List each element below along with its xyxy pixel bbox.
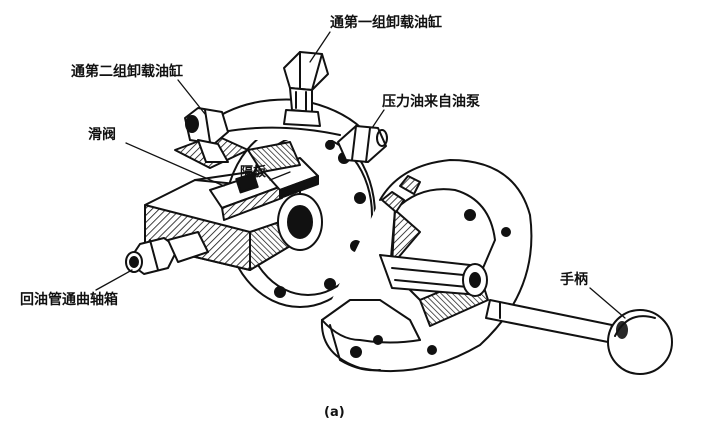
label-partition-plate: 隔板 (240, 165, 267, 180)
fitting-right (337, 125, 388, 163)
valve-body-right (320, 159, 533, 373)
label-unload-cylinder-1: 通第一组卸载油缸 (330, 15, 442, 31)
figure-caption: (a) (324, 405, 345, 420)
valve-body-left (144, 98, 376, 308)
label-slide-valve: 滑阀 (88, 127, 116, 143)
label-return-to-crankcase: 回油管通曲轴箱 (20, 292, 118, 308)
label-pump-pressure-oil: 压力油来自油泵 (382, 94, 480, 110)
fitting-left-upper (184, 107, 229, 163)
fitting-return (125, 231, 209, 275)
label-unload-cylinder-2: 通第二组卸载油缸 (71, 64, 183, 80)
leader-lines (95, 31, 626, 319)
label-handle: 手柄 (560, 272, 588, 288)
fitting-top (283, 51, 329, 127)
handle-lever (485, 299, 673, 375)
